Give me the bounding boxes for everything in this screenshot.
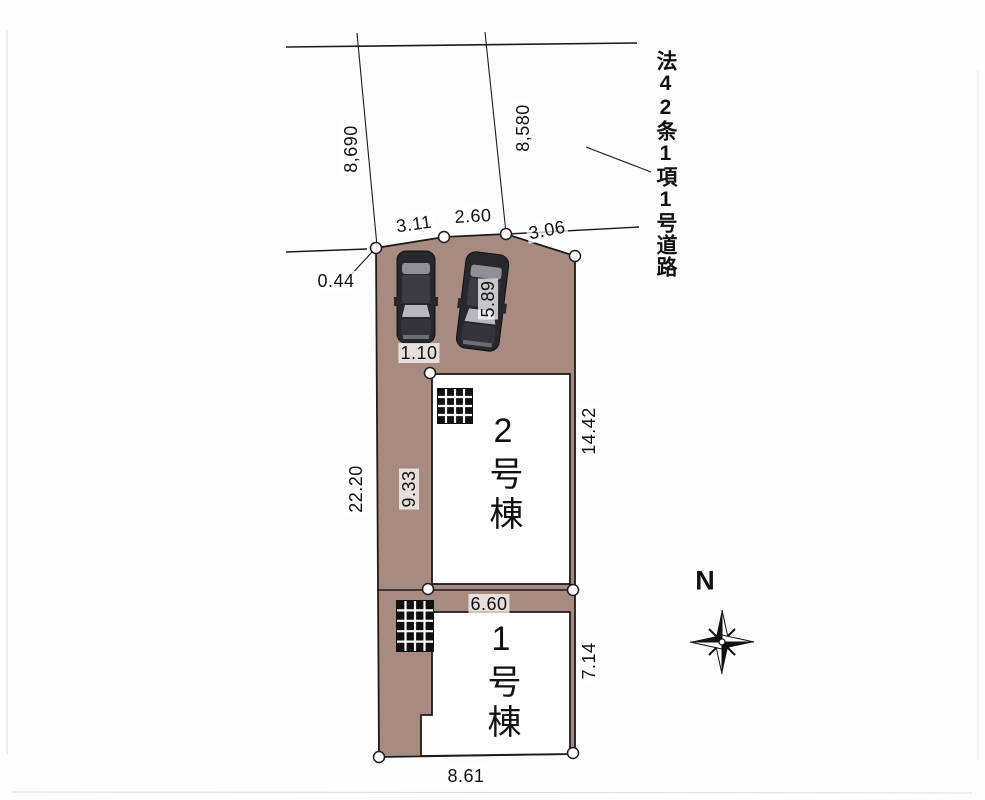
dim-building-frontage: 6.60 — [468, 594, 510, 614]
boundary-point-markers — [369, 227, 582, 764]
dim-road-width-left: 8,690 — [341, 123, 361, 175]
entrance-tile-grid-building-2 — [437, 388, 473, 424]
dim-corner-offset: 0.44 — [315, 271, 357, 291]
road-measure-line-right — [484, 31, 507, 234]
north-label: N — [695, 565, 715, 596]
road-far-edge-line — [285, 42, 638, 48]
building-1-label: 1号棟 — [482, 620, 520, 744]
road-measure-line-left — [356, 32, 378, 247]
scan-edge-lines — [6, 30, 979, 794]
dim-parking-depth: 5.89 — [478, 278, 498, 320]
car-icon-left — [394, 250, 438, 344]
road-label-leader-line — [585, 146, 652, 173]
entrance-tile-grid-building-1 — [396, 600, 434, 652]
dim-setback-gap: 1.10 — [398, 343, 440, 363]
building-2-label: 2号棟 — [484, 412, 522, 536]
dim-south-boundary: 8.61 — [445, 766, 487, 786]
compass-rose-icon — [689, 609, 755, 675]
road-designation-label: 法42条1項1号道路 — [654, 50, 677, 278]
road-near-edge-left-line — [285, 248, 368, 253]
building-1-footprint — [420, 611, 571, 757]
dim-frontage-seg2: 2.60 — [451, 204, 495, 228]
dim-east-boundary-upper: 14.42 — [579, 405, 599, 457]
dim-road-width-right: 8,580 — [513, 102, 533, 154]
dim-building2-depth: 9.33 — [399, 468, 419, 510]
dim-east-boundary-lower: 7.14 — [579, 640, 599, 682]
dim-west-boundary: 22.20 — [346, 463, 366, 515]
